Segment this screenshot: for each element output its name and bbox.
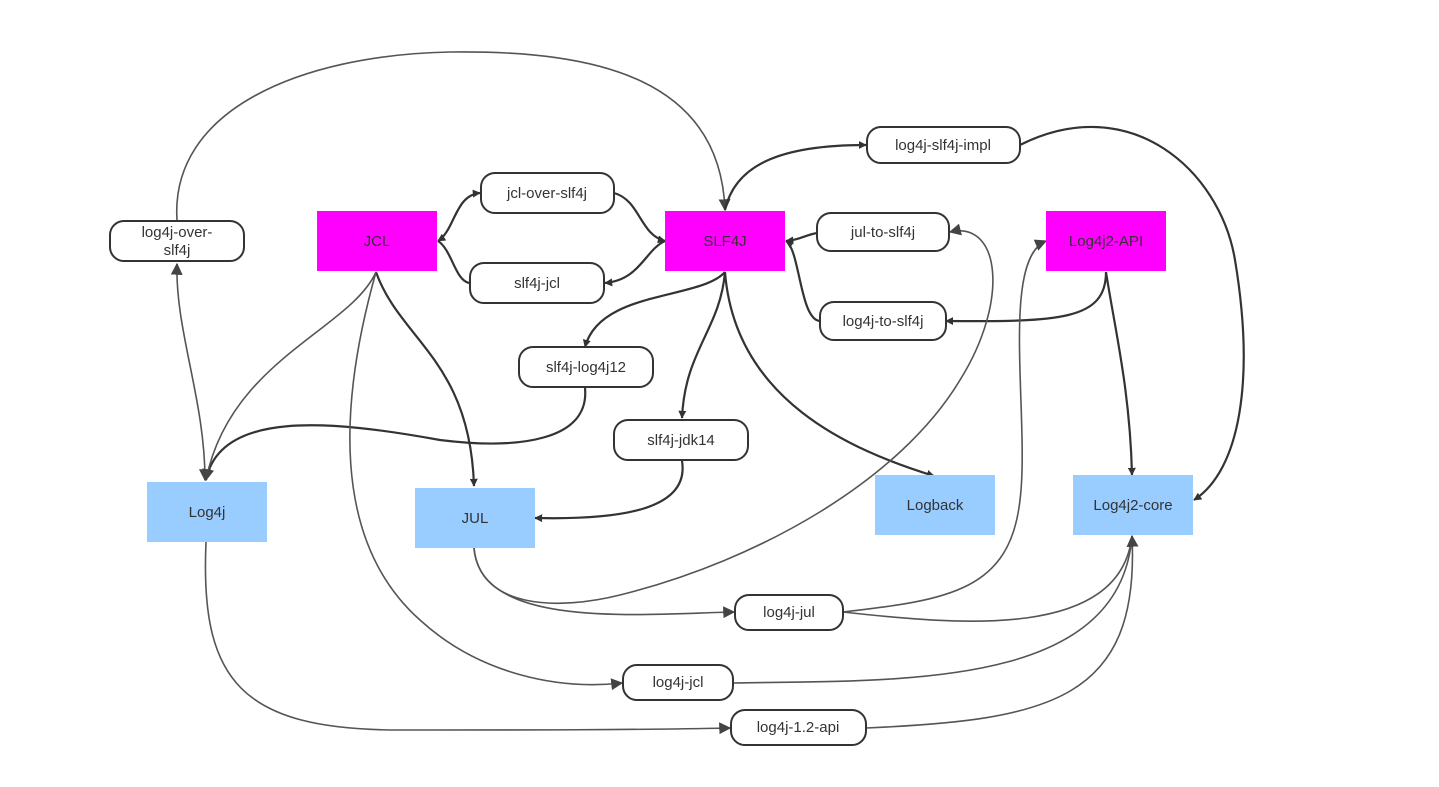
node-log4j-label: Log4j xyxy=(189,504,226,521)
node-slf4j-jdk14-label: slf4j-jdk14 xyxy=(647,432,715,449)
node-slf4j-jcl-label: slf4j-jcl xyxy=(514,275,560,292)
node-log4j-slf4j-impl-label: log4j-slf4j-impl xyxy=(895,137,991,154)
node-log4j-1-2-api-label: log4j-1.2-api xyxy=(757,719,840,736)
node-jul: JUL xyxy=(415,488,535,548)
api-nodes: JCL SLF4J Log4j2-API xyxy=(317,211,1166,271)
node-jul-label: JUL xyxy=(462,510,489,527)
edge-slf4j-jdk14-to-jul xyxy=(534,460,684,523)
edge-log4j2api-to-log4j-to-slf4j xyxy=(945,271,1108,326)
edge-slf4j-to-slf4j-log4j12 xyxy=(582,271,726,348)
node-log4j-slf4j-impl: log4j-slf4j-impl xyxy=(866,126,1021,164)
edge-log4j-jcl-to-log4j2core xyxy=(732,535,1133,684)
edge-jcl-to-jcl-over-slf4j xyxy=(437,189,481,242)
node-log4j-1-2-api: log4j-1.2-api xyxy=(730,709,867,746)
node-jcl-label: JCL xyxy=(364,233,391,250)
edge-slf4j-jcl-to-jcl xyxy=(437,240,470,285)
node-log4j-jul: log4j-jul xyxy=(734,594,844,631)
node-slf4j-log4j12: slf4j-log4j12 xyxy=(518,346,654,388)
edge-log4j-to-log4j-1-2-api xyxy=(204,541,732,735)
node-log4j2-core: Log4j2-core xyxy=(1073,475,1193,535)
edge-slf4j-to-slf4j-jcl xyxy=(604,239,666,287)
node-log4j-over-slf4j: log4j-over- slf4j xyxy=(109,220,245,262)
edge-log4j-jul-to-log4j2api xyxy=(842,239,1048,613)
node-slf4j-jdk14: slf4j-jdk14 xyxy=(613,419,749,461)
edge-log4j-over-slf4j-log4j xyxy=(170,262,211,482)
edge-slf4j-to-log4j-slf4j-impl xyxy=(723,141,867,211)
edge-slf4j-log4j12-to-log4j xyxy=(203,387,587,481)
node-jul-to-slf4j: jul-to-slf4j xyxy=(816,212,950,252)
node-log4j: Log4j xyxy=(147,482,267,542)
node-log4j-over-slf4j-label-line1: log4j-over- xyxy=(142,224,213,241)
edge-jcl-to-jul xyxy=(374,271,478,487)
node-log4j-to-slf4j-label: log4j-to-slf4j xyxy=(843,313,924,330)
node-log4j-to-slf4j: log4j-to-slf4j xyxy=(819,301,947,341)
node-jcl: JCL xyxy=(317,211,437,271)
node-jcl-over-slf4j-label: jcl-over-slf4j xyxy=(506,185,587,202)
node-log4j2-api-label: Log4j2-API xyxy=(1069,233,1143,250)
node-log4j-jcl: log4j-jcl xyxy=(622,664,734,701)
node-log4j-jul-label: log4j-jul xyxy=(763,604,815,621)
impl-nodes: Log4j JUL Logback Log4j2-core xyxy=(147,475,1193,548)
node-slf4j-label: SLF4J xyxy=(703,233,746,250)
edge-log4j-over-slf4j-to-slf4j xyxy=(176,51,731,221)
edge-jul-to-jul-to-slf4j xyxy=(473,223,994,605)
node-slf4j: SLF4J xyxy=(665,211,785,271)
node-logback-label: Logback xyxy=(907,497,964,514)
edge-slf4j-to-slf4j-jdk14 xyxy=(678,271,727,419)
node-slf4j-log4j12-label: slf4j-log4j12 xyxy=(546,359,626,376)
edge-log4j-1-2-api-to-log4j2core xyxy=(865,534,1139,729)
node-log4j-jcl-label: log4j-jcl xyxy=(653,674,704,691)
node-logback: Logback xyxy=(875,475,995,535)
edge-log4j-slf4j-impl-to-log4j2core xyxy=(1019,125,1245,501)
edge-jcl-to-log4j-jcl xyxy=(349,271,624,691)
edge-jcl-over-slf4j-to-slf4j xyxy=(613,191,666,244)
node-log4j2-core-label: Log4j2-core xyxy=(1093,497,1172,514)
bridge-nodes: log4j-over- slf4j jcl-over-slf4j slf4j-j… xyxy=(109,126,1021,746)
edge-log4j-to-slf4j-to-slf4j xyxy=(785,240,821,323)
node-log4j-over-slf4j-label-line2: slf4j xyxy=(164,242,191,259)
edge-jul-to-slf4j-to-slf4j xyxy=(785,231,818,245)
node-slf4j-jcl: slf4j-jcl xyxy=(469,262,605,304)
node-jul-to-slf4j-label: jul-to-slf4j xyxy=(850,224,915,241)
edge-jul-to-log4j-jul xyxy=(473,547,736,619)
node-log4j2-api: Log4j2-API xyxy=(1046,211,1166,271)
node-jcl-over-slf4j: jcl-over-slf4j xyxy=(480,172,615,214)
edge-slf4j-to-logback xyxy=(723,271,935,478)
edge-log4j2api-to-log4j2core xyxy=(1104,271,1136,476)
edge-jcl-to-log4j xyxy=(202,271,377,482)
edges xyxy=(170,51,1245,735)
edge-log4j-jul-to-log4j2core xyxy=(842,535,1133,622)
